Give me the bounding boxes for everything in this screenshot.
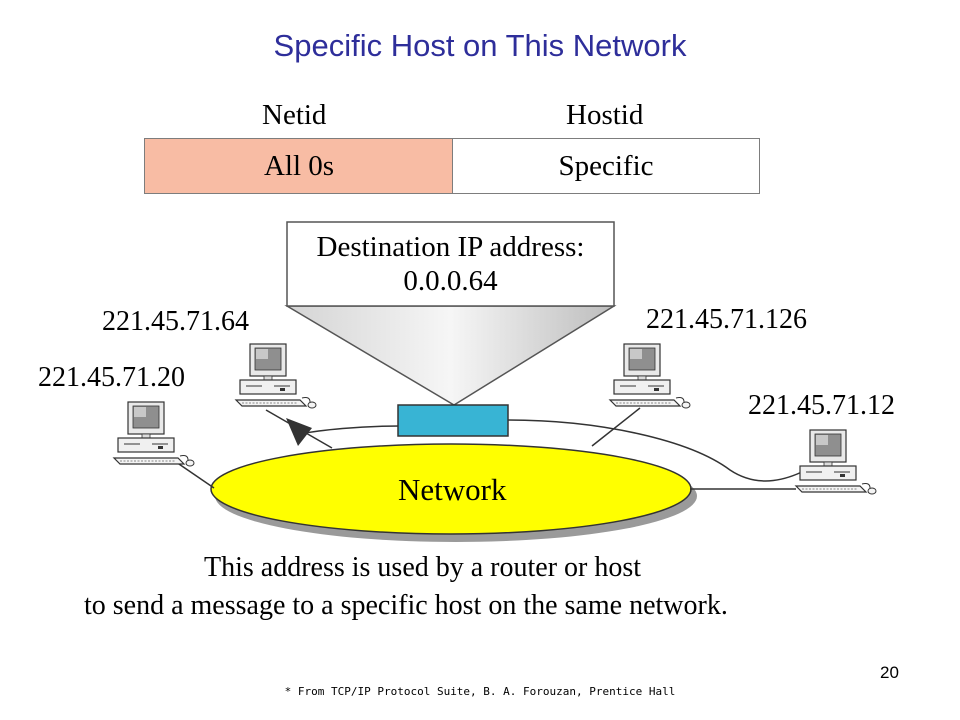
destination-label: Destination IP address: bbox=[316, 231, 585, 263]
computer-icon-host-12 bbox=[795, 429, 877, 495]
link-host-20 bbox=[175, 461, 215, 489]
netid-value: All 0s bbox=[263, 149, 335, 182]
path-to-host-12 bbox=[507, 419, 807, 482]
computer-icon-host-126 bbox=[609, 343, 691, 409]
callout-box bbox=[286, 221, 615, 307]
caption-line-1: This address is used by a router or host bbox=[204, 552, 642, 583]
host-ip-64: 221.45.71.64 bbox=[102, 306, 249, 337]
arrowhead bbox=[286, 418, 312, 446]
host-ip-12: 221.45.71.12 bbox=[748, 390, 895, 421]
host-ip-20: 221.45.71.20 bbox=[38, 362, 185, 393]
page-number: 20 bbox=[880, 663, 899, 682]
computer-icon-host-20 bbox=[113, 401, 195, 467]
packet-box bbox=[397, 404, 509, 437]
caption-line-2: to send a message to a specific host on … bbox=[84, 590, 728, 621]
slide-title: Specific Host on This Network bbox=[273, 28, 687, 63]
hostid-value: Specific bbox=[558, 149, 654, 182]
link-host-126 bbox=[591, 407, 641, 447]
callout-beam bbox=[284, 305, 617, 406]
destination-ip: 0.0.0.64 bbox=[403, 265, 498, 297]
network-label: Network bbox=[398, 472, 507, 507]
hostid-header: Hostid bbox=[566, 99, 644, 131]
path-to-host-64 bbox=[299, 425, 401, 435]
source-footnote: * From TCP/IP Protocol Suite, B. A. Foro… bbox=[284, 685, 676, 698]
netid-header: Netid bbox=[262, 99, 327, 131]
hostid-cell: Specific bbox=[452, 138, 760, 194]
computer-icon-host-64 bbox=[235, 343, 317, 409]
callout-text: Destination IP address: 0.0.0.64 bbox=[287, 230, 614, 298]
host-ip-126: 221.45.71.126 bbox=[646, 304, 807, 335]
